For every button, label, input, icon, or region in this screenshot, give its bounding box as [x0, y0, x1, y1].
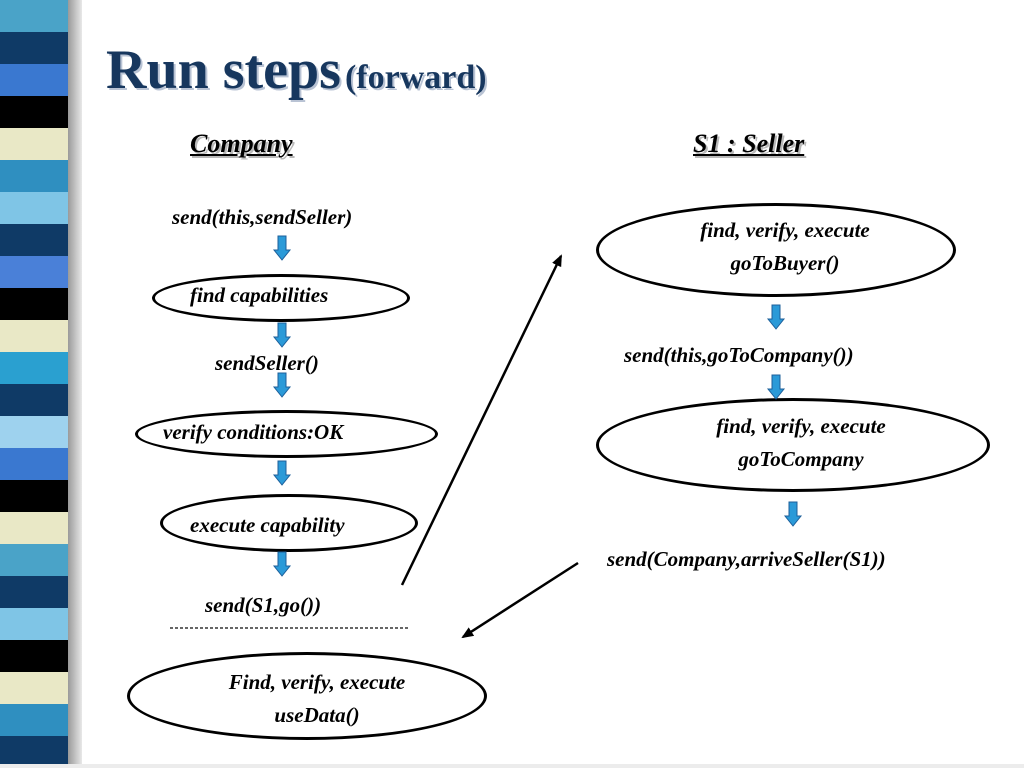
stripe-segment — [0, 608, 68, 640]
slide-title: Run steps (forward) — [106, 38, 487, 102]
stripe-segment — [0, 160, 68, 192]
stripe-segment — [0, 576, 68, 608]
down-arrow-icon — [272, 551, 292, 577]
down-arrow-icon — [272, 460, 292, 486]
send-this-go-to-company-label: send(this,goToCompany()) — [624, 343, 854, 367]
verify-conditions-ellipse — [135, 410, 438, 458]
decorative-stripe-bar — [0, 0, 82, 768]
send-company-arrive-seller-label: send(Company,arriveSeller(S1)) — [607, 547, 886, 571]
footer-line — [0, 764, 1024, 768]
stripe-segment — [0, 512, 68, 544]
verify-conditions-label: verify conditions:OK — [163, 420, 344, 444]
down-arrow-icon — [272, 372, 292, 398]
use-data-line1: Find, verify, execute — [228, 670, 406, 694]
down-arrow-icon — [766, 374, 786, 400]
stripe-segment — [0, 640, 68, 672]
slide-title-sub: (forward) — [344, 59, 487, 96]
stripe-segment — [0, 352, 68, 384]
down-arrow-icon — [783, 501, 803, 527]
stripe-segment — [0, 736, 68, 768]
stripe-segment — [0, 256, 68, 288]
use-data-ellipse — [127, 652, 487, 740]
go-to-company-label: find, verify, execute goToCompany — [596, 410, 1006, 475]
find-capabilities-label: find capabilities — [190, 283, 329, 307]
use-data-label: Find, verify, execute useData() — [127, 666, 507, 731]
stripe-segment — [0, 32, 68, 64]
flow-arrows — [272, 235, 803, 577]
stripe-segment — [0, 64, 68, 96]
seller-heading: S1 : Seller — [693, 129, 805, 158]
go-to-buyer-label: find, verify, execute goToBuyer() — [596, 214, 974, 279]
stripe-segment — [0, 384, 68, 416]
go-to-company-line2: goToCompany — [738, 446, 864, 471]
go-to-buyer-ellipse — [596, 203, 956, 297]
send-s1-go-label: send(S1,go()) — [205, 593, 322, 617]
go-to-buyer-line2: goToBuyer() — [730, 250, 840, 275]
stripe-segment — [0, 704, 68, 736]
stripe-segment — [0, 128, 68, 160]
use-data-line2: useData() — [274, 702, 360, 727]
execute-capability-label: execute capability — [190, 513, 345, 537]
stripe-segment — [0, 672, 68, 704]
stripe-segment — [0, 448, 68, 480]
down-arrow-icon — [766, 304, 786, 330]
stripe-segment — [0, 0, 68, 32]
send-this-send-seller-label: send(this,sendSeller) — [172, 205, 353, 229]
stripe-segment — [0, 480, 68, 512]
stripe-segment — [0, 544, 68, 576]
stripe-segment — [0, 96, 68, 128]
stripe-segment — [0, 192, 68, 224]
find-capabilities-ellipse — [152, 274, 410, 322]
arrow-seller-to-company — [461, 561, 579, 639]
stripe-segment — [0, 320, 68, 352]
down-arrow-icon — [272, 235, 292, 261]
stripe-segment — [0, 224, 68, 256]
send-seller-label: sendSeller() — [215, 351, 319, 375]
stripe-edge-shadow — [68, 0, 82, 768]
stripe-segment — [0, 288, 68, 320]
down-arrow-icon — [272, 322, 292, 348]
arrow-company-to-seller — [400, 254, 563, 586]
go-to-company-line1: find, verify, execute — [716, 414, 886, 438]
go-to-buyer-line1: find, verify, execute — [700, 218, 870, 242]
slide-title-main: Run steps — [106, 39, 341, 101]
go-to-company-ellipse — [596, 398, 990, 492]
company-heading: Company — [190, 129, 293, 158]
execute-capability-ellipse — [160, 494, 418, 552]
stripe-segment — [0, 416, 68, 448]
